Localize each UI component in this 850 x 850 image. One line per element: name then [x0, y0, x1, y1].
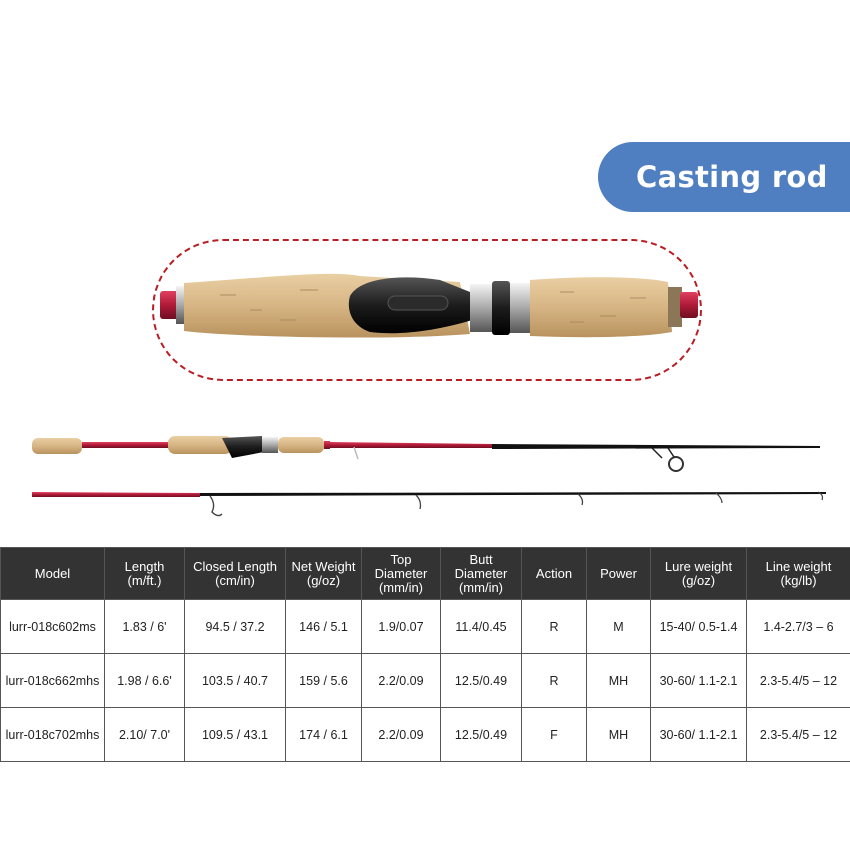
- rod-illustration: [32, 273, 826, 517]
- ring-left: [176, 286, 186, 324]
- cell-model: lurr-018c702mhs: [0, 707, 105, 762]
- cell-power: MH: [586, 653, 651, 708]
- header-model: Model: [0, 547, 105, 600]
- header-net-weight: Net Weight(g/oz): [285, 547, 362, 600]
- locking-nut: [470, 284, 492, 332]
- header-power: Power: [586, 547, 651, 600]
- table-row: lurr-018c662mhs 1.98 / 6.6' 103.5 / 40.7…: [0, 653, 850, 708]
- cell-line-weight: 2.3-5.4/5 – 12: [746, 653, 850, 708]
- cell-lure-weight: 30-60/ 1.1-2.1: [650, 707, 747, 762]
- cell-closed-length: 109.5 / 43.1: [184, 707, 286, 762]
- table-header-row: Model Length(m/ft.) Closed Length(cm/in)…: [0, 547, 850, 600]
- table-row: lurr-018c702mhs 2.10/ 7.0' 109.5 / 43.1 …: [0, 707, 850, 762]
- cell-power: MH: [586, 707, 651, 762]
- cell-power: M: [586, 599, 651, 654]
- cell-length: 1.83 / 6': [104, 599, 185, 654]
- badge-label: Casting rod: [636, 160, 828, 194]
- guide-ring: [668, 456, 684, 472]
- cell-length: 1.98 / 6.6': [104, 653, 185, 708]
- cell-top-diameter: 1.9/0.07: [361, 599, 441, 654]
- cell-butt-diameter: 12.5/0.49: [440, 653, 522, 708]
- cell-action: F: [521, 707, 587, 762]
- cell-net-weight: 146 / 5.1: [285, 599, 362, 654]
- header-line-weight: Line weight(kg/lb): [746, 547, 850, 600]
- cell-top-diameter: 2.2/0.09: [361, 653, 441, 708]
- cell-action: R: [521, 599, 587, 654]
- butt-cork: [32, 438, 82, 454]
- cell-top-diameter: 2.2/0.09: [361, 707, 441, 762]
- handle-closeup-frame: [152, 239, 702, 381]
- rod-tip-section-icon: [32, 491, 826, 517]
- cell-length: 2.10/ 7.0': [104, 707, 185, 762]
- cell-line-weight: 2.3-5.4/5 – 12: [746, 707, 850, 762]
- rod-butt-section-icon: [32, 436, 820, 472]
- cell-butt-diameter: 11.4/0.45: [440, 599, 522, 654]
- cell-closed-length: 94.5 / 37.2: [184, 599, 286, 654]
- handle-closeup-icon: [160, 273, 698, 338]
- header-closed-length: Closed Length(cm/in): [184, 547, 286, 600]
- cell-model: lurr-018c602ms: [0, 599, 105, 654]
- cell-net-weight: 174 / 6.1: [285, 707, 362, 762]
- cell-lure-weight: 30-60/ 1.1-2.1: [650, 653, 747, 708]
- header-lure-weight: Lure weight(g/oz): [650, 547, 747, 600]
- cell-line-weight: 1.4-2.7/3 – 6: [746, 599, 850, 654]
- spec-table: Model Length(m/ft.) Closed Length(cm/in)…: [0, 547, 850, 762]
- cell-action: R: [521, 653, 587, 708]
- cell-butt-diameter: 12.5/0.49: [440, 707, 522, 762]
- table-row: lurr-018c602ms 1.83 / 6' 94.5 / 37.2 146…: [0, 599, 850, 654]
- cell-lure-weight: 15-40/ 0.5-1.4: [650, 599, 747, 654]
- header-length: Length(m/ft.): [104, 547, 185, 600]
- fore-cork-grip: [530, 277, 672, 338]
- cell-closed-length: 103.5 / 40.7: [184, 653, 286, 708]
- cell-net-weight: 159 / 5.6: [285, 653, 362, 708]
- butt-cap-red: [160, 291, 180, 319]
- casting-rod-badge: Casting rod: [598, 142, 850, 212]
- winding-check-red: [680, 292, 698, 318]
- cell-model: lurr-018c662mhs: [0, 653, 105, 708]
- header-action: Action: [521, 547, 587, 600]
